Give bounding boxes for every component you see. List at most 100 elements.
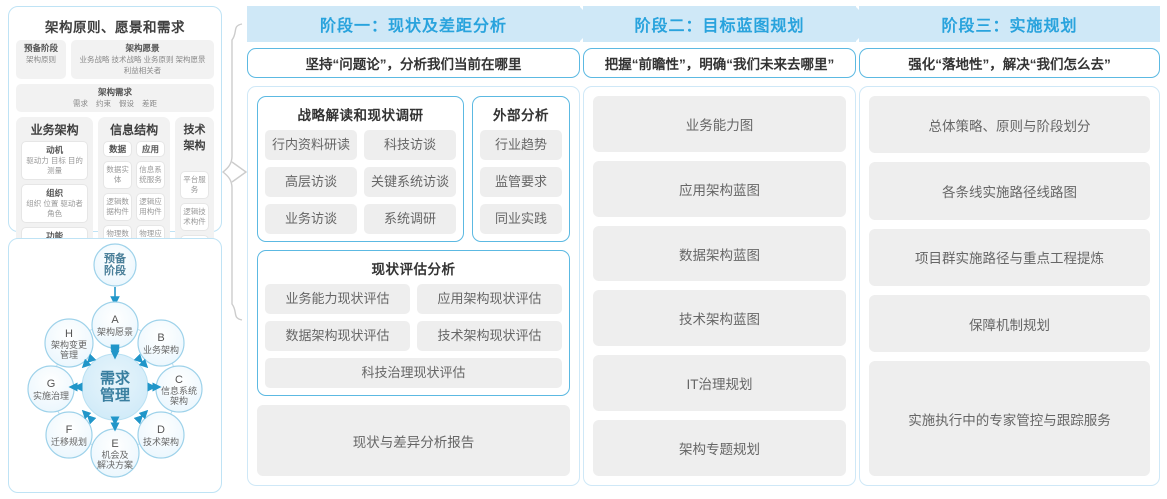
phase-3-subtitle-text: 强化“落地性”，解决“我们怎么去” — [908, 57, 1111, 72]
is-app-item-0: 信息系统服务 — [136, 161, 165, 189]
strategy-chip-0-1[interactable]: 科技访谈 — [364, 130, 456, 160]
phase-3-item-3-label: 保障机制规划 — [969, 317, 1050, 333]
phase-2-item-4-label: IT治理规划 — [686, 377, 753, 393]
phase-2-item-4[interactable]: IT治理规划 — [593, 355, 846, 412]
assessment-chip-1-0[interactable]: 数据架构现状评估 — [265, 321, 410, 351]
adm-node-D-label: 技术架构 — [143, 436, 179, 447]
adm-node-prelim[interactable] — [93, 243, 137, 287]
phase-2-item-5-label: 架构专题规划 — [679, 442, 760, 458]
adm-cycle-diagram: 需求 管理 预备 阶段 A 架构愿景 B 业务架构 C 信息系统 架构 D 技术… — [27, 243, 203, 478]
strategy-chip-2-0[interactable]: 业务访谈 — [265, 204, 357, 234]
phase-3-item-1[interactable]: 各条线实施路径线路图 — [869, 162, 1150, 220]
vision-item-2: 业务原则 — [143, 55, 174, 64]
phase-1-column: 坚持“问题论”，分析我们当前在哪里 战略解读和现状调研 行内资料研读 科技访谈 … — [247, 48, 580, 486]
togaf-row-1: 预备阶段 架构原则 架构愿景 业务战略技术战略业务原则架构愿景利益相关者 — [16, 40, 214, 79]
phase-2-subtitle: 把握“前瞻性”，明确“我们未来去哪里” — [583, 48, 856, 78]
is-data-column: 数据 数据实体 逻辑数据构件 物理数据构件 — [103, 141, 133, 253]
assessment-chip-1-1[interactable]: 技术架构现状评估 — [417, 321, 562, 351]
phase-3-header[interactable]: 阶段三：实施规划 — [859, 6, 1160, 42]
phase-1-group-1: 战略解读和现状调研 行内资料研读 科技访谈 高层访谈 关键系统访谈 业务访谈 系… — [257, 96, 570, 242]
phase-2-body: 业务能力图 应用架构蓝图 数据架构蓝图 技术架构蓝图 IT治理规划 架构专题规划 — [583, 86, 856, 486]
strategy-chip-0-0[interactable]: 行内资料研读 — [265, 130, 357, 160]
phase-2-subtitle-text: 把握“前瞻性”，明确“我们未来去哪里” — [604, 57, 835, 72]
assessment-chip-0-0[interactable]: 业务能力现状评估 — [265, 284, 410, 314]
external-analysis-title: 外部分析 — [493, 108, 549, 123]
assessment-row-1: 数据架构现状评估 技术架构现状评估 — [265, 321, 562, 351]
architecture-vision-header: 架构愿景 — [125, 43, 160, 53]
strategy-research-title: 战略解读和现状调研 — [297, 108, 424, 123]
phase-3-column: 强化“落地性”，解决“我们怎么去” 总体策略、原则与阶段划分 各条线实施路径线路… — [859, 48, 1160, 486]
phase-1-subtitle-text: 坚持“问题论”，分析我们当前在哪里 — [305, 57, 522, 72]
adm-node-H-key: H — [65, 328, 73, 340]
prelim-phase-sub: 架构原则 — [26, 55, 56, 64]
phase-2-item-3-label: 技术架构蓝图 — [679, 312, 760, 328]
togaf-row-2: 架构需求 需求约束假设差距 — [16, 84, 214, 112]
adm-node-F-key: F — [66, 424, 73, 436]
phase-2-item-5[interactable]: 架构专题规划 — [593, 420, 846, 476]
external-chip-1[interactable]: 监管要求 — [480, 167, 562, 197]
strategy-chip-2-1[interactable]: 系统调研 — [364, 204, 456, 234]
phase-2-header-text: 阶段二：目标蓝图规划 — [634, 18, 805, 35]
phase-2-item-3[interactable]: 技术架构蓝图 — [593, 290, 846, 347]
is-data-header: 数据 — [103, 141, 133, 157]
phase-3-item-2-label: 项目群实施路径与重点工程提炼 — [915, 251, 1104, 267]
togaf-framework-card: 架构原则、愿景和需求 预备阶段 架构原则 架构愿景 业务战略技术战略业务原则架构… — [8, 6, 222, 313]
technology-architecture-title: 技术架构 — [183, 124, 206, 152]
current-state-assessment-title: 现状评估分析 — [371, 262, 456, 277]
vision-item-4: 利益相关者 — [123, 66, 162, 75]
ba-item-1-sub: 组织 位置 驱动者 角色 — [26, 199, 83, 218]
adm-center-line1: 需求 — [100, 369, 131, 387]
phase-3-item-0[interactable]: 总体策略、原则与阶段划分 — [869, 96, 1150, 154]
ta-item-1: 逻辑技术构件 — [179, 203, 210, 231]
ba-item-motivation: 动机 驱动力 目标 目的 测量 — [21, 141, 89, 180]
ba-item-0-sub: 驱动力 目标 目的 测量 — [26, 156, 83, 175]
phase-3-item-2[interactable]: 项目群实施路径与重点工程提炼 — [869, 228, 1150, 286]
gap-analysis-report-label: 现状与差异分析报告 — [352, 434, 475, 450]
adm-node-D[interactable] — [137, 411, 185, 459]
adm-node-C-label-1: 信息系统 — [161, 385, 197, 396]
phase-3-item-1-label: 各条线实施路径线路图 — [942, 184, 1077, 200]
phase-1-header[interactable]: 阶段一：现状及差距分析 — [247, 6, 597, 42]
assessment-chip-2-0[interactable]: 科技治理现状评估 — [265, 358, 562, 388]
adm-node-B-label: 业务架构 — [143, 344, 179, 355]
external-chip-2[interactable]: 同业实践 — [480, 204, 562, 234]
phase-1-body: 战略解读和现状调研 行内资料研读 科技访谈 高层访谈 关键系统访谈 业务访谈 系… — [247, 86, 580, 486]
ba-item-1-header: 组织 — [46, 188, 64, 198]
phase-3-item-4[interactable]: 实施执行中的专家管控与跟踪服务 — [869, 361, 1150, 476]
phase-1-subtitle: 坚持“问题论”，分析我们当前在哪里 — [247, 48, 580, 78]
phase-2-item-0-label: 业务能力图 — [685, 117, 754, 133]
adm-node-A-key: A — [111, 314, 119, 326]
business-architecture-title: 业务架构 — [30, 123, 79, 137]
strategy-chip-1-1[interactable]: 关键系统访谈 — [364, 167, 456, 197]
architecture-vision-cell: 架构愿景 业务战略技术战略业务原则架构愿景利益相关者 — [71, 40, 214, 79]
strategy-research-row-1: 高层访谈 关键系统访谈 — [265, 167, 456, 197]
adm-node-F[interactable] — [45, 411, 93, 459]
req-item-0: 需求 — [73, 99, 88, 108]
phase-2-item-0[interactable]: 业务能力图 — [593, 96, 846, 152]
assessment-chip-0-1[interactable]: 应用架构现状评估 — [417, 284, 562, 314]
ta-item-0: 平台服务 — [179, 171, 210, 199]
adm-node-B[interactable] — [137, 319, 185, 367]
phase-2-header[interactable]: 阶段二：目标蓝图规划 — [583, 6, 873, 42]
architecture-requirements-cell: 架构需求 需求约束假设差距 — [16, 84, 214, 112]
phase-2-column: 把握“前瞻性”，明确“我们未来去哪里” 业务能力图 应用架构蓝图 数据架构蓝图 … — [583, 48, 856, 486]
external-chip-0[interactable]: 行业趋势 — [480, 130, 562, 160]
is-app-column: 应用 信息系统服务 逻辑应用构件 物理应用构件 — [136, 141, 165, 253]
phase-3-item-0-label: 总体策略、原则与阶段划分 — [928, 118, 1091, 134]
phase-2-item-1-label: 应用架构蓝图 — [679, 182, 760, 198]
gap-analysis-report[interactable]: 现状与差异分析报告 — [257, 405, 570, 476]
adm-node-prelim-line2: 阶段 — [104, 263, 126, 277]
external-row-0: 行业趋势 — [480, 130, 562, 160]
assessment-row-2: 科技治理现状评估 — [265, 358, 562, 388]
chevron-right-icon — [579, 6, 597, 42]
phase-2-item-1[interactable]: 应用架构蓝图 — [593, 160, 846, 217]
adm-node-G-label: 实施治理 — [33, 390, 69, 401]
external-analysis-card: 外部分析 行业趋势 监管要求 同业实践 — [472, 96, 570, 242]
left-panel: 架构原则、愿景和需求 预备阶段 架构原则 架构愿景 业务战略技术战略业务原则架构… — [8, 6, 222, 493]
adm-node-H[interactable] — [44, 318, 94, 368]
architecture-vision-subitems: 业务战略技术战略业务原则架构愿景利益相关者 — [75, 54, 210, 76]
phase-3-item-3[interactable]: 保障机制规划 — [869, 294, 1150, 353]
adm-node-C-label-2: 架构 — [170, 395, 188, 406]
strategy-chip-1-0[interactable]: 高层访谈 — [265, 167, 357, 197]
phase-2-item-2[interactable]: 数据架构蓝图 — [593, 225, 846, 282]
